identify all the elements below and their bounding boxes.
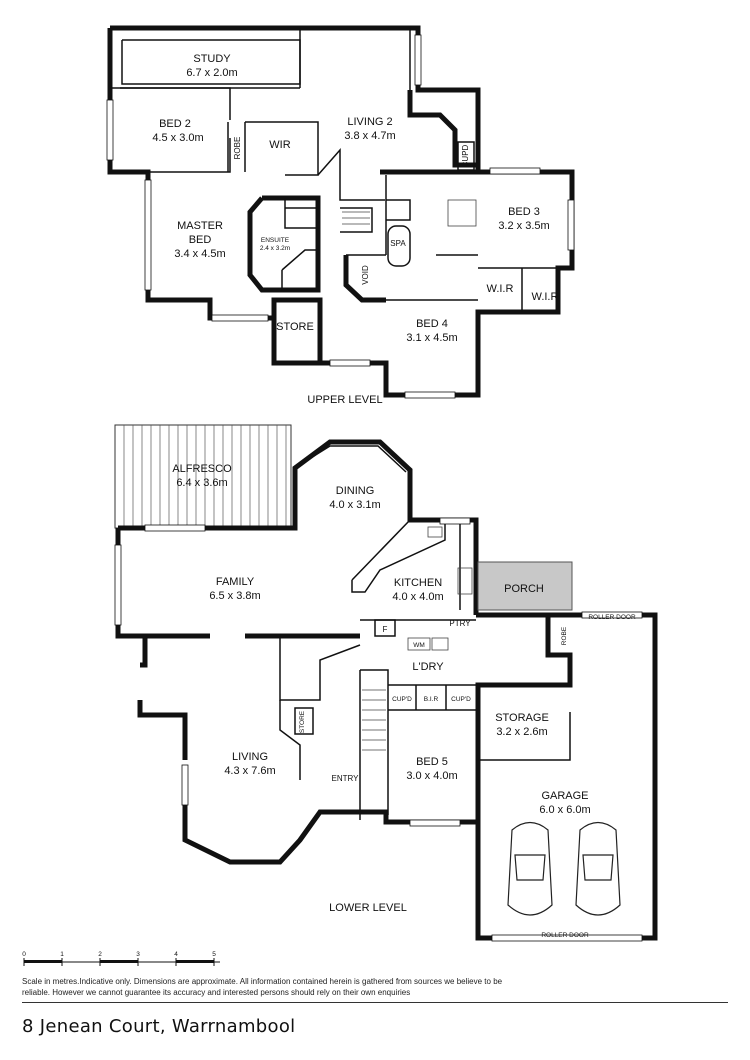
kitchen-label: KITCHEN xyxy=(394,577,442,589)
lower-robe-label: ROBE xyxy=(561,626,568,645)
bed4-label: BED 4 xyxy=(416,318,448,330)
family-dims: 6.5 x 3.8m xyxy=(209,590,260,602)
master-dims: 3.4 x 4.5m xyxy=(174,248,225,260)
wir-label: WIR xyxy=(269,139,290,151)
ensuite-dims: 2.4 x 3.2m xyxy=(260,245,290,252)
scale-tick-5: 5 xyxy=(212,951,216,958)
scale-tick-1: 1 xyxy=(60,951,64,958)
bed4-dims: 3.1 x 4.5m xyxy=(406,332,457,344)
fridge-label: F xyxy=(383,625,388,634)
bed5-dims: 3.0 x 4.0m xyxy=(406,770,457,782)
alfresco-dims: 6.4 x 3.6m xyxy=(176,477,227,489)
bed2-dims: 4.5 x 3.0m xyxy=(152,132,203,144)
lower-level-label: LOWER LEVEL xyxy=(329,902,407,914)
porch-area xyxy=(477,561,573,611)
pantry-label: PTRY xyxy=(449,619,471,628)
bed2-robe-label: ROBE xyxy=(233,137,242,160)
scale-tick-2: 2 xyxy=(98,951,102,958)
living2-label: LIVING 2 xyxy=(347,116,392,128)
kitchen-dims: 4.0 x 4.0m xyxy=(392,591,443,603)
bed5-label: BED 5 xyxy=(416,756,448,768)
disclaimer-text: Scale in metres.Indicative only. Dimensi… xyxy=(22,977,503,997)
void-label: VOID xyxy=(361,265,370,285)
porch-label: PORCH xyxy=(504,583,544,595)
bed3-dims: 3.2 x 3.5m xyxy=(498,220,549,232)
scale-bar xyxy=(23,958,220,966)
lower-store-label: STORE xyxy=(299,710,306,733)
cupd-2-label: CUP'D xyxy=(451,696,471,703)
scale-tick-0: 0 xyxy=(22,951,26,958)
living2-dims: 3.8 x 4.7m xyxy=(344,130,395,142)
storage-dims: 3.2 x 2.6m xyxy=(496,726,547,738)
master-label-1: MASTER xyxy=(177,220,223,232)
bed2-label: BED 2 xyxy=(159,118,191,130)
spa-label: SPA xyxy=(390,239,406,248)
garage-dims: 6.0 x 6.0m xyxy=(539,804,590,816)
footer-divider xyxy=(22,1002,728,1003)
family-label: FAMILY xyxy=(216,576,255,588)
car-icon xyxy=(507,821,553,916)
entry-label: ENTRY xyxy=(332,774,360,783)
living-label: LIVING xyxy=(232,751,268,763)
bir-label: B.I.R xyxy=(424,696,439,703)
laundry-label: L'DRY xyxy=(412,661,444,673)
car-icon xyxy=(575,821,621,916)
living-dims: 4.3 x 7.6m xyxy=(224,765,275,777)
wir-1-label: W.I.R xyxy=(487,283,514,295)
bed3-label: BED 3 xyxy=(508,206,540,218)
wir-2-label: W.I.R xyxy=(532,291,559,303)
study-dims: 6.7 x 2.0m xyxy=(186,67,237,79)
storage-label: STORAGE xyxy=(495,712,549,724)
property-address: 8 Jenean Court, Warrnambool xyxy=(22,1016,296,1037)
study-label: STUDY xyxy=(193,53,231,65)
master-label-2: BED xyxy=(189,234,212,246)
cupd-1-label: CUP'D xyxy=(392,696,412,703)
dining-label: DINING xyxy=(336,485,375,497)
garage-label: GARAGE xyxy=(541,790,588,802)
roller-door-top-label: ROLLER DOOR xyxy=(588,614,636,621)
roller-door-bottom-label: ROLLER DOOR xyxy=(541,932,589,939)
washing-machine-label: WM xyxy=(413,642,425,649)
upper-store-label: STORE xyxy=(276,321,314,333)
upper-level xyxy=(106,25,575,399)
scale-tick-3: 3 xyxy=(136,951,140,958)
scale-tick-4: 4 xyxy=(174,951,178,958)
upper-level-label: UPPER LEVEL xyxy=(307,394,382,406)
upper-cupd-label: CUPD xyxy=(461,144,470,167)
alfresco-label: ALFRESCO xyxy=(172,463,232,475)
ensuite-label: ENSUITE xyxy=(261,237,290,244)
lower-level xyxy=(114,424,658,942)
dining-dims: 4.0 x 3.1m xyxy=(329,499,380,511)
